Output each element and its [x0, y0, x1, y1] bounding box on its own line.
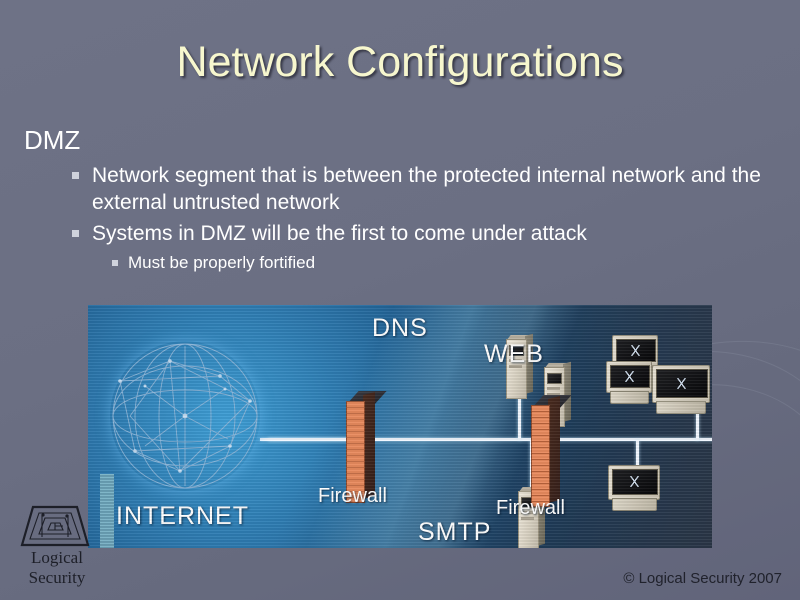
bullet-marker-icon	[72, 172, 79, 179]
logo-word-line2: Security	[28, 568, 86, 587]
monitor-screen	[616, 339, 656, 362]
diagram-label-firewall-inner: Firewall	[496, 497, 565, 519]
dns-server-icon	[506, 333, 533, 399]
server-drive-bay	[521, 511, 534, 514]
network-drop-line	[518, 391, 521, 440]
firewall-outer-icon	[346, 391, 387, 503]
server-drive-bay	[509, 359, 522, 362]
server-screen	[509, 345, 524, 356]
bullet-marker-icon	[112, 260, 118, 266]
network-drop-line	[696, 405, 699, 440]
logo-wordmark: Logical Security	[14, 548, 100, 588]
firewall-inner-icon	[531, 395, 572, 507]
monitor	[608, 465, 660, 500]
firewall-bricks	[346, 401, 365, 503]
internet-globe-icon	[110, 341, 260, 491]
logical-security-logo: Logical Security	[14, 502, 100, 594]
bullet-text: Network segment that is between the prot…	[92, 164, 761, 214]
server-drive-bay	[509, 365, 522, 368]
copyright-notice: © Logical Security 2007	[623, 570, 782, 587]
workstation-icon	[608, 465, 660, 511]
firewall-bricks	[531, 405, 550, 507]
logo-mark-icon	[20, 504, 90, 548]
monitor-screen	[610, 365, 650, 388]
monitor-base	[656, 401, 706, 414]
logo-word-line1: Logical	[31, 548, 83, 567]
bullet-item: Systems in DMZ will be the first to come…	[24, 220, 772, 247]
accent-stripe	[100, 474, 114, 548]
bullet-text: Systems in DMZ will be the first to come…	[92, 222, 587, 245]
monitor	[606, 361, 652, 393]
workstation-icon	[652, 365, 710, 414]
bullet-text: Must be properly fortified	[128, 253, 316, 272]
monitor-base	[610, 391, 649, 404]
section-heading: DMZ	[24, 125, 81, 155]
diagram-label-internet: INTERNET	[116, 502, 249, 530]
bullet-marker-icon	[72, 230, 79, 237]
network-drop-line	[636, 440, 639, 485]
diagram-label-smtp: SMTP	[418, 518, 492, 546]
bullet-item: Network segment that is between the prot…	[24, 162, 772, 216]
server-drive-bay	[521, 517, 534, 520]
monitor-base	[612, 498, 657, 511]
network-backbone-line	[700, 438, 712, 441]
workstation-icon	[606, 361, 652, 404]
server-drive-bay	[547, 393, 560, 396]
diagram-label-dns: DNS	[372, 314, 428, 342]
monitor-screen	[656, 369, 708, 398]
bullet-item-sub: Must be properly fortified	[24, 251, 772, 275]
diagram-label-web: WEB	[484, 340, 544, 368]
slide-title: Network Configurations	[176, 38, 624, 86]
server-screen	[547, 373, 562, 384]
server-drive-bay	[547, 387, 560, 390]
network-link-line	[260, 438, 350, 441]
network-backbone-line	[268, 438, 700, 441]
network-diagram-image: INTERNET Firewall DNS WEB	[88, 305, 712, 548]
monitor	[652, 365, 710, 403]
diagram-label-firewall-outer: Firewall	[318, 485, 387, 507]
monitor-screen	[612, 469, 658, 495]
slide-body: DMZ Network segment that is between the …	[24, 124, 772, 278]
